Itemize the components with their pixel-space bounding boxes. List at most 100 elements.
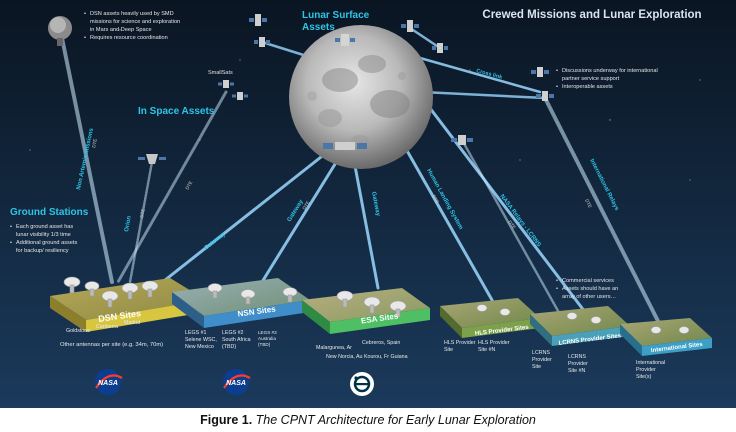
nsn-label: South Africa [222, 337, 251, 343]
nsn-label: Selene WSC, [185, 337, 217, 343]
surface-relay-4-icon [401, 20, 419, 32]
intl-label: Site(s) [636, 374, 652, 380]
commercial-note-1: Commercial services [562, 278, 614, 284]
dsn-label-goldstone: Goldstone [66, 328, 90, 334]
esa-label-1: Malargunea, Ar [316, 345, 352, 351]
dish-icon [101, 290, 119, 308]
dish-icon [336, 290, 354, 308]
intl-notes: • Discussions underway for international… [556, 68, 658, 90]
intl-note-3: Interoperable assets [562, 84, 613, 90]
dish-icon [566, 312, 578, 320]
lcrns-label: LCRNS [532, 350, 550, 356]
beam-surface-3 [408, 26, 442, 50]
beam-orion [128, 160, 154, 284]
dish-icon [590, 316, 602, 324]
moon [289, 25, 433, 169]
ground-note-bullet: • [10, 240, 12, 246]
dsn-note-4: Requires resource coordination [90, 35, 168, 41]
ground-platforms [50, 278, 712, 356]
dish-icon [282, 287, 298, 303]
beam-lcrns-downlink [460, 138, 564, 320]
dsn-note-bullet: • [84, 11, 86, 17]
lcrns-label: Site [532, 364, 541, 370]
lunar-surface-label: Lunar Surface [302, 10, 370, 21]
intl-label: Provider [636, 367, 656, 373]
link-label-gateway-3: Gateway [370, 191, 381, 217]
intl-note-bullet: • [556, 68, 558, 74]
dsn-note-1: DSN assets heavily used by SMD [90, 11, 174, 17]
lunar-surface-label-line2: Assets [302, 22, 335, 33]
beam-gateway-2 [260, 146, 347, 284]
dsn-other-antennas: Other antennas per site (e.g. 34m, 70m) [60, 342, 163, 348]
hls-label: HLS Provider [444, 340, 476, 346]
nasa-logo-text: NASA [226, 380, 246, 387]
intl-label: International [636, 360, 665, 366]
beam-intl-relays [543, 96, 662, 327]
nasa-logo-2: NASA [223, 369, 251, 395]
dish-icon [650, 326, 662, 334]
nasa-logo-1: NASA [95, 369, 123, 395]
smallsats-label: SmallSats [208, 70, 233, 76]
dte-label: DTE [185, 180, 194, 190]
nsn-label: LEGS #1 [185, 330, 207, 336]
dte-label: DTE [302, 200, 311, 210]
dte-label: DTE [431, 194, 440, 204]
nasa-logo-text: NASA [98, 380, 118, 387]
intl-note-bullet: • [556, 84, 558, 90]
dish-icon [63, 276, 81, 294]
dsn-label-madrid: Madrid [124, 320, 140, 326]
lcrns-label: Provider [568, 361, 588, 367]
figure-caption: Figure 1. The CPNT Architecture for Earl… [0, 410, 736, 430]
in-space-assets-label: In Space Assets [138, 106, 215, 117]
satellites [48, 14, 554, 164]
surface-relay-2-icon [254, 37, 270, 47]
gateway-station-icon [323, 142, 367, 150]
smallsat-1-icon [218, 80, 234, 88]
dish-icon [141, 280, 159, 298]
nsn-label: (TBD) [258, 342, 271, 347]
hls-platform [440, 298, 540, 338]
nsn-label: Australia [258, 336, 276, 341]
lcrns-relay-icon [451, 135, 473, 145]
hls-label: HLS Provider [478, 340, 510, 346]
diagram-title: Crewed Missions and Lunar Exploration [482, 9, 701, 21]
caption-text: The CPNT Architecture for Early Lunar Ex… [255, 413, 536, 427]
nsn-label: New Mexico [185, 344, 214, 350]
dsn-label-canberra: Canberra [96, 324, 118, 330]
beam-non-artemis [60, 36, 114, 284]
dsn-note-2: missions for science and exploration [90, 19, 180, 25]
ground-note-bullet: • [10, 224, 12, 230]
intl-note-1: Discussions underway for international [562, 68, 658, 74]
ground-note-1: Each ground asset has [16, 224, 73, 230]
commercial-note-bullet: • [556, 278, 558, 284]
hls-label: Site #N [478, 347, 496, 353]
caption-figure-number: Figure 1. [200, 413, 253, 427]
lcrns-platform [530, 306, 630, 346]
esa-label-2: Cebreros, Spain [362, 340, 400, 346]
ground-note-3: Additional ground assets [16, 240, 77, 246]
dish-icon [363, 296, 381, 314]
smallsat-2-icon [232, 92, 248, 100]
beam-nasa-relays [418, 93, 587, 314]
ground-antennas [63, 276, 690, 334]
commercial-note-2: Assets should have an [562, 286, 618, 292]
dish-icon [499, 308, 511, 316]
ground-note-4: for backup/ resiliency [16, 248, 69, 254]
dte-label: DTE [507, 220, 517, 230]
dsn-note-bullet: • [84, 35, 86, 41]
beam-cross-link [418, 56, 542, 94]
intl-relay-1-icon [531, 67, 549, 77]
link-beams [60, 26, 662, 327]
nsn-label: LEGS #3 [258, 330, 277, 335]
nsn-label: LEGS #2 [222, 330, 244, 336]
commercial-notes: • Commercial services • Assets should ha… [556, 278, 618, 300]
dish-icon [678, 326, 690, 334]
beam-gateway-1 [153, 140, 342, 290]
intl-platform [620, 318, 712, 356]
intl-note-2: partner service support [562, 76, 620, 82]
link-label-orion: Orion [124, 215, 133, 232]
surface-relay-3-icon [335, 34, 355, 46]
ground-note-2: lunar visibility 1/3 time [16, 232, 71, 238]
dish-icon [84, 281, 100, 297]
deep-space-probe-icon [48, 16, 72, 46]
